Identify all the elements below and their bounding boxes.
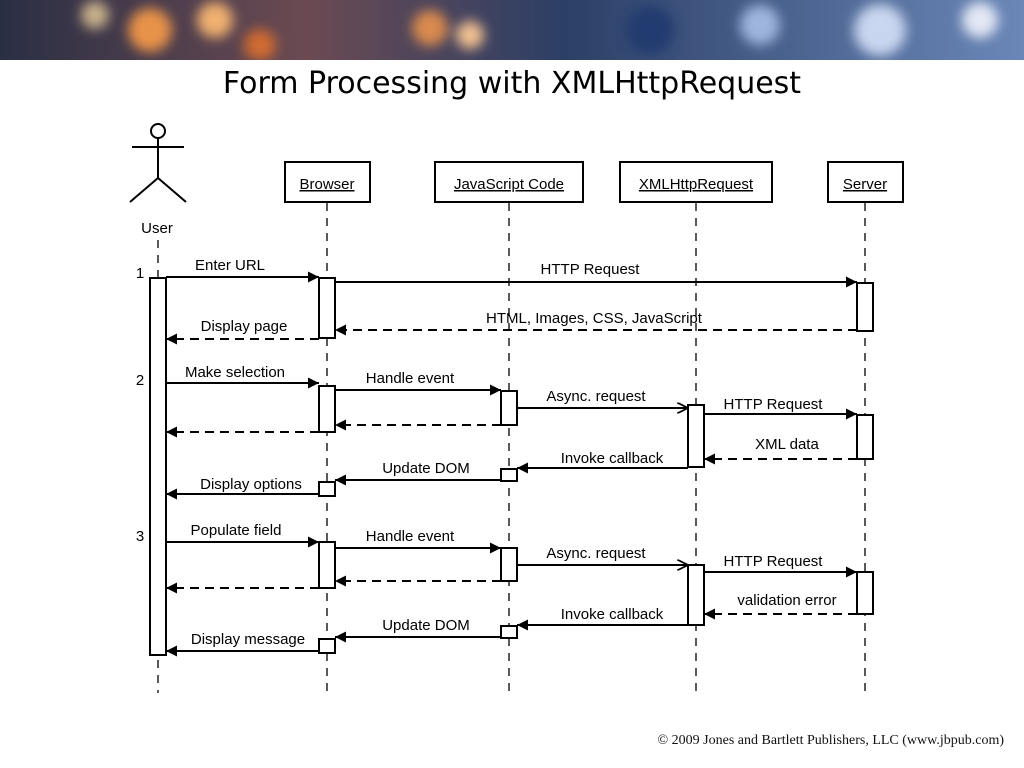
message-label-http-request-1: HTTP Request [541,261,641,278]
message-label-display-message: Display message [191,631,305,648]
activation-browser-4 [318,541,336,589]
message-label-handle-event-1: Handle event [366,370,455,387]
activation-user [149,277,167,656]
message-label-async-request-1: Async. request [546,388,646,405]
message-label-validation-error: validation error [737,592,836,609]
message-label-enter-url: Enter URL [195,257,265,274]
activation-js-2 [500,468,518,482]
message-label-http-request-2: HTTP Request [724,396,824,413]
header-banner-image [0,0,1024,60]
step-number-1: 1 [136,265,144,282]
lifeline-header-browser: Browser [284,161,371,203]
copyright-notice: © 2009 Jones and Bartlett Publishers, LL… [657,733,1004,748]
lifeline-header-server: Server [827,161,904,203]
message-label-make-selection: Make selection [185,364,285,381]
activation-server-2 [856,414,874,460]
activation-server-3 [856,571,874,615]
message-label-invoke-callback-2: Invoke callback [561,606,664,623]
step-number-2: 2 [136,372,144,389]
activation-bars [149,277,874,656]
activation-browser-3 [318,481,336,497]
message-label-html-response: HTML, Images, CSS, JavaScript [486,310,703,327]
message-label-xml-data: XML data [755,436,819,453]
lifeline-label-xhr: XMLHttpRequest [639,176,754,193]
actor-label: User [141,220,173,237]
message-label-display-page: Display page [201,318,288,335]
message-label-invoke-callback-1: Invoke callback [561,450,664,467]
slide-title: Form Processing with XMLHttpRequest [222,66,802,101]
message-label-display-options: Display options [200,476,302,493]
lifeline-header-javascript: JavaScript Code [434,161,584,203]
activation-js-3 [500,547,518,582]
banner-graphic [0,0,1024,60]
message-label-http-request-3: HTTP Request [724,553,824,570]
activation-browser-2 [318,385,336,433]
activation-js-1 [500,390,518,426]
activation-xhr-2 [687,564,705,626]
activation-xhr-1 [687,404,705,468]
activation-browser-1 [318,277,336,339]
lifeline-label-javascript: JavaScript Code [454,176,564,193]
user-actor-icon [129,123,187,203]
step-number-3: 3 [136,528,144,545]
lifeline-header-xhr: XMLHttpRequest [619,161,773,203]
activation-js-4 [500,625,518,639]
activation-browser-5 [318,638,336,654]
message-label-populate-field: Populate field [191,522,282,539]
activation-server-1 [856,282,874,332]
message-label-handle-event-2: Handle event [366,528,455,545]
message-label-update-dom-2: Update DOM [382,617,470,634]
message-arrows [166,271,857,657]
message-label-async-request-2: Async. request [546,545,646,562]
lifeline-label-server: Server [843,176,887,193]
lifeline-label-browser: Browser [299,176,354,193]
message-label-update-dom-1: Update DOM [382,460,470,477]
